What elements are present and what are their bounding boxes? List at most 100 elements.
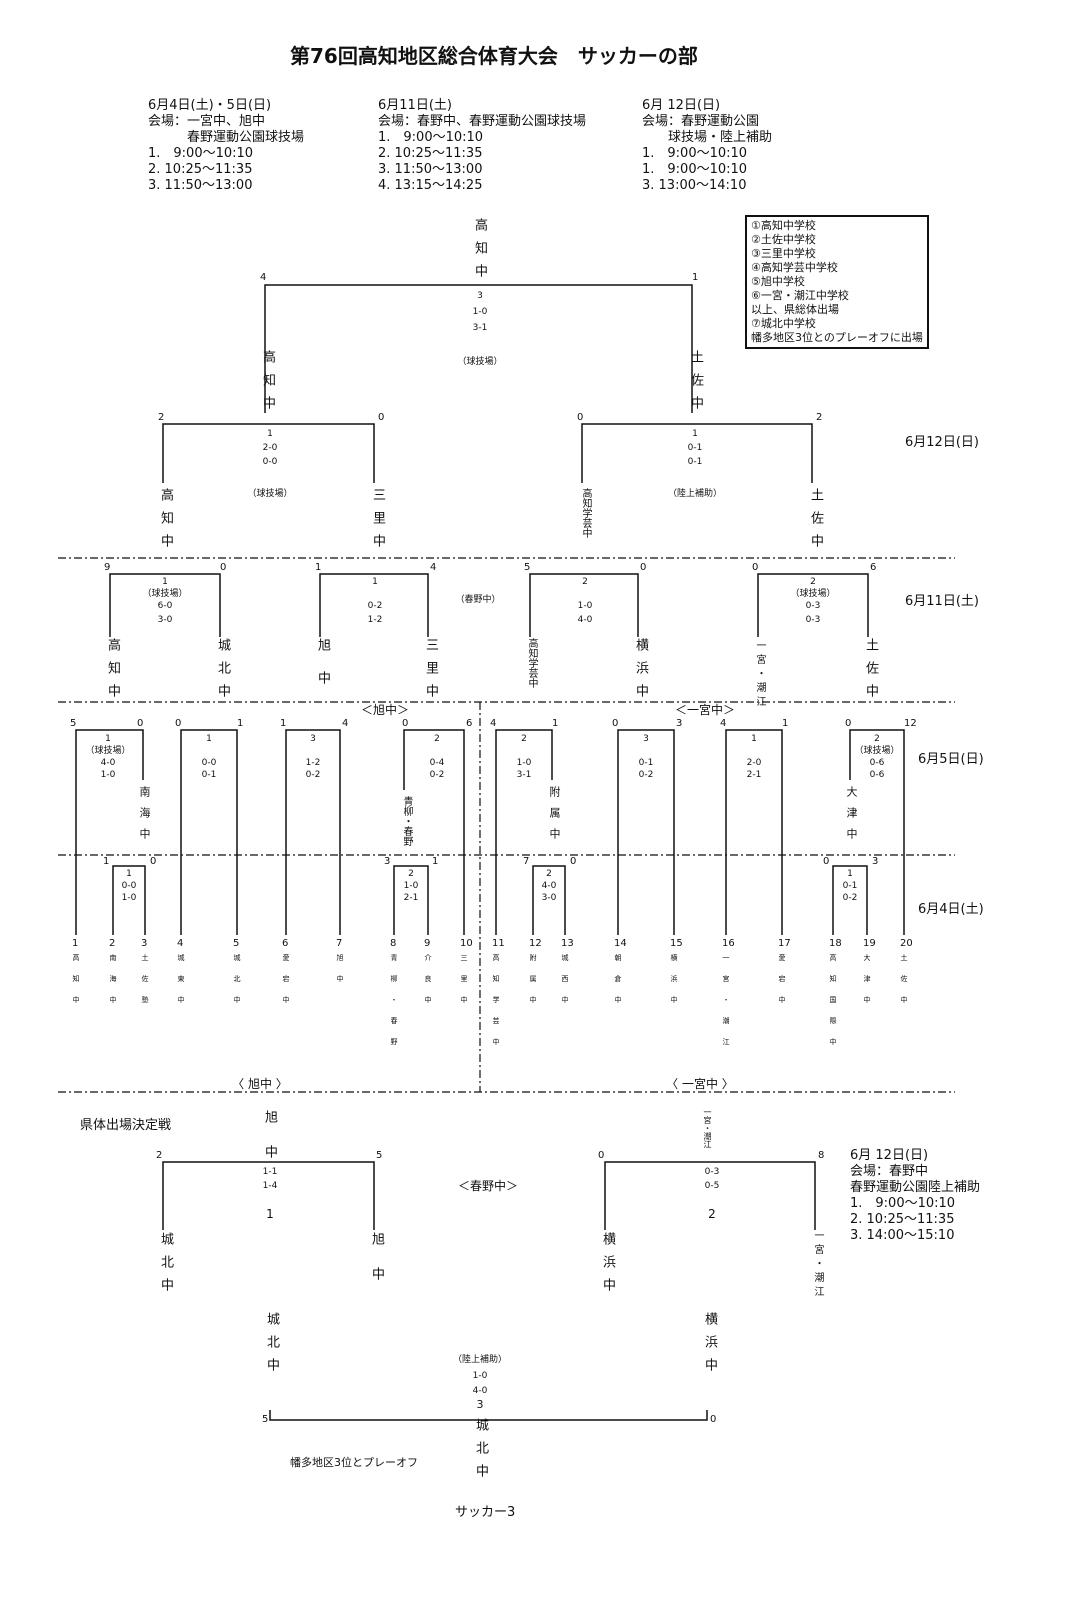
- match-score: 0-2: [429, 770, 445, 780]
- seed-number: 12: [529, 938, 542, 949]
- match-score: 1-0: [472, 307, 488, 317]
- match-score: 1-0: [472, 1371, 488, 1381]
- team-name: 旭中: [336, 954, 344, 996]
- score-right: 6: [466, 718, 473, 729]
- score-right: 6: [870, 562, 877, 573]
- team-name: 高知学芸中: [492, 954, 500, 1059]
- match-score: 0-5: [704, 1181, 720, 1191]
- match-number: 1: [372, 577, 378, 587]
- match-score: 4-0: [577, 615, 593, 625]
- score-left: 5: [70, 718, 77, 729]
- team-name: 三里中: [460, 954, 468, 1017]
- match-score: 3-0: [541, 893, 557, 903]
- match-score: 2-1: [403, 893, 419, 903]
- seed-number: 2: [109, 938, 116, 949]
- schedule-venue: 会場：一宮中、旭中: [148, 114, 266, 129]
- seed-number: 9: [424, 938, 431, 949]
- match-score: 0-1: [638, 758, 654, 768]
- seed-number: 3: [141, 938, 148, 949]
- r1-winner: 附属中: [548, 786, 561, 849]
- score-left: 5: [262, 1414, 269, 1425]
- score-left: 3: [384, 856, 391, 867]
- team-name: 愛宕中: [778, 954, 786, 1017]
- schedule-date: 6月 12日(日): [850, 1148, 929, 1163]
- match-score: 3-1: [516, 770, 532, 780]
- schedule-time: 4. 13:15～14:25: [378, 178, 483, 193]
- team-name: 横浜中: [702, 1312, 717, 1381]
- team-name: 高知国際中: [829, 954, 837, 1059]
- seed-number: 8: [390, 938, 397, 949]
- team-name: 城北中: [233, 954, 241, 1017]
- semi-winner: 土佐中: [688, 350, 703, 419]
- qf-winner: 高知学芸中: [580, 488, 591, 538]
- score-left: 4: [720, 718, 727, 729]
- match-number: 3: [476, 1398, 484, 1411]
- date-label: 6月4日(土): [918, 902, 984, 917]
- seed-number: 6: [282, 938, 289, 949]
- team-name: 一宮・潮江: [812, 1230, 823, 1300]
- score-right: 5: [376, 1150, 383, 1161]
- seed-number: 20: [900, 938, 913, 949]
- schedule-time: 1. 9:00～10:10: [148, 146, 254, 161]
- match-number: 2: [708, 1207, 716, 1221]
- match-number: 1: [126, 869, 132, 879]
- team-name: 高知学芸中: [526, 638, 537, 688]
- match-score: 0-2: [305, 770, 321, 780]
- team-name: 一宮・潮江: [722, 954, 730, 1059]
- legend-item: ④高知学芸中学校: [751, 261, 838, 274]
- seed-number: 18: [829, 938, 842, 949]
- match-score: 6-0: [157, 601, 173, 611]
- match-score: 3-0: [157, 615, 173, 625]
- playoff-winner: 一宮・潮江: [703, 1108, 712, 1148]
- score-right: 0: [640, 562, 647, 573]
- match-number: 2: [874, 734, 880, 744]
- r1-winner: 青柳・春野: [401, 796, 412, 846]
- match-number: 1: [266, 1207, 274, 1221]
- seed-number: 17: [778, 938, 791, 949]
- team-name: 愛宕中: [282, 954, 290, 1017]
- score-left: 7: [523, 856, 530, 867]
- team-name: 三里中: [423, 638, 438, 707]
- legend-item: ③三里中学校: [751, 247, 816, 260]
- match-number: 1: [162, 577, 168, 587]
- match-number: 2: [408, 869, 414, 879]
- score-left: 0: [823, 856, 830, 867]
- match-score: 1-0: [121, 893, 137, 903]
- score-right: 0: [378, 412, 385, 423]
- section-label: 〈 一宮中 〉: [666, 1077, 734, 1091]
- score-left: 0: [577, 412, 584, 423]
- score-right: 0: [150, 856, 157, 867]
- section-label: 〈 旭中 〉: [232, 1077, 288, 1091]
- match-number: 3: [477, 291, 483, 301]
- venue-label: ＜春野中＞: [457, 1179, 518, 1193]
- schedule-time: 3. 14:00～15:10: [850, 1228, 955, 1243]
- venue-label: （球技場）: [790, 589, 836, 599]
- venue-label: （球技場）: [457, 357, 503, 367]
- venue-label: （春野中）: [455, 595, 501, 605]
- match-score: 1-2: [367, 615, 383, 625]
- schedule-time: 1. 9:00～10:10: [642, 162, 748, 177]
- match-score: 2-0: [746, 758, 762, 768]
- seed-number: 14: [614, 938, 627, 949]
- match-score: 0-1: [201, 770, 217, 780]
- score-right: 1: [432, 856, 439, 867]
- score-left: 0: [598, 1150, 605, 1161]
- date-label: 6月11日(土): [905, 594, 979, 609]
- team-name: 介良中: [424, 954, 432, 1017]
- schedule-time: 2. 10:25～11:35: [148, 162, 253, 177]
- team-name: 城東中: [177, 954, 185, 1017]
- legend-item: 幡多地区3位とのプレーオフに出場: [751, 331, 923, 344]
- score-left: 2: [156, 1150, 163, 1161]
- venue-label: （陸上補助）: [452, 1355, 507, 1365]
- team-name: 土佐塾: [141, 954, 149, 1017]
- seed-number: 15: [670, 938, 683, 949]
- match-score: 0-0: [262, 457, 278, 467]
- score-left: 0: [752, 562, 759, 573]
- team-name: 旭中: [315, 638, 330, 704]
- team-name: 城西中: [561, 954, 569, 1017]
- score-right: 2: [816, 412, 823, 423]
- schedule-block-2: 6月11日(土) 会場：春野中、春野運動公園球技場 1. 9:00～10:10 …: [378, 98, 586, 194]
- match-score: 2-1: [746, 770, 762, 780]
- score-right: 1: [237, 718, 244, 729]
- team-name: 城北中: [215, 638, 230, 707]
